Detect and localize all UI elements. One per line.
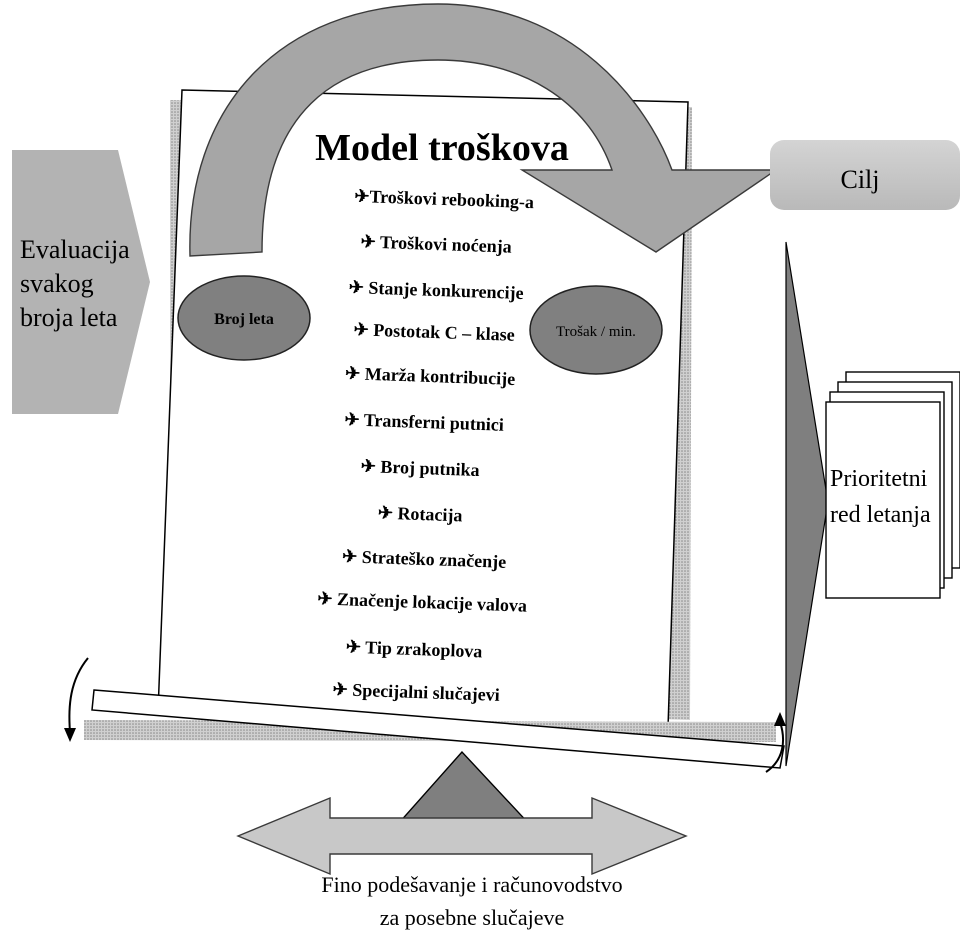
flight-number-ellipse — [177, 275, 311, 361]
output-pointer — [785, 241, 829, 767]
flight-number-label: Broj leta — [214, 311, 274, 328]
left-rotate-arrow-icon — [68, 657, 89, 733]
goal-label: Cilj — [840, 165, 879, 194]
right-rotate-arrowhead — [774, 712, 786, 726]
right-rotate-arrow-icon — [765, 721, 784, 773]
curved-arrow — [189, 3, 779, 257]
cost-per-minute-ellipse — [529, 285, 663, 375]
output-line1: Prioritetni — [830, 466, 928, 492]
model-title: Model troškova — [315, 127, 569, 169]
caption-line1: Fino podešavanje i računovodstvo — [321, 872, 622, 897]
evaluation-line2: svakog — [20, 269, 94, 298]
evaluation-line1: Evaluacija — [20, 235, 130, 264]
output-line2: red letanja — [830, 502, 931, 528]
goal-box — [770, 140, 960, 210]
model-item: ✈ Rotacija — [378, 503, 463, 526]
cost-per-minute-label: Trošak / min. — [556, 324, 636, 340]
model-item: ✈ Tip zrakoplova — [346, 637, 483, 662]
evaluation-input-shape — [12, 150, 150, 414]
balance-beam — [91, 689, 785, 769]
left-rotate-arrowhead — [64, 728, 76, 742]
double-arrow — [236, 796, 688, 876]
output-document-stack — [825, 371, 960, 599]
caption-line2: za posebne slučajeve — [380, 905, 564, 930]
model-item: ✈ Broj putnika — [360, 456, 479, 480]
evaluation-line3: broja leta — [20, 303, 118, 332]
